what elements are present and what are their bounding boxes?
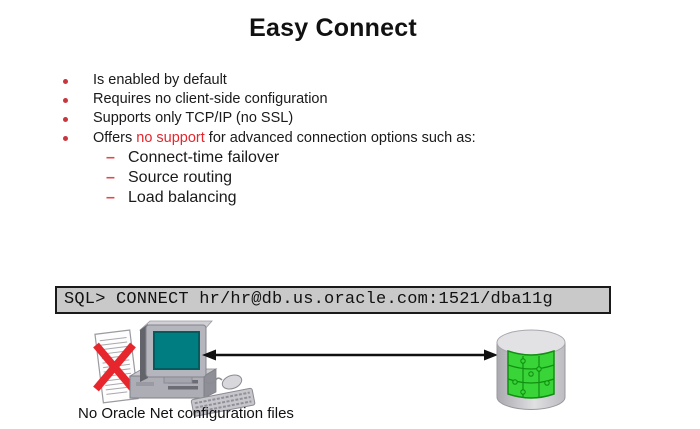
dash-marker: – [106, 189, 115, 207]
sub-bullet-item: –Source routing [0, 168, 680, 188]
mouse-icon [221, 374, 243, 390]
dash-marker: – [106, 168, 115, 186]
red-x-mark [93, 342, 136, 392]
highlighted-text: no support [136, 129, 205, 146]
bullet-item: Requires no client-side configuration [0, 90, 680, 109]
sub-bullet-text: Load balancing [128, 189, 237, 207]
sub-bullet-text: Source routing [128, 168, 233, 186]
connection-diagram [93, 320, 566, 417]
bullet-item: Is enabled by default [0, 71, 680, 90]
sql-command-text: SQL> CONNECT hr/hr@db.us.oracle.com:1521… [64, 290, 553, 309]
sub-bullet-text: Connect-time failover [128, 148, 280, 166]
bullet-text: for advanced connection options such as: [204, 129, 476, 146]
bullet-text: Requires no client-side configuration [93, 91, 328, 108]
database-cylinder-icon [496, 329, 566, 410]
bullet-dot [63, 97, 68, 103]
bullet-dot [63, 78, 68, 84]
dash-marker: – [106, 148, 115, 166]
mouse-cable [205, 377, 223, 385]
slide-title: Easy Connect [249, 14, 417, 42]
bullet-dot [63, 116, 68, 122]
puzzle-panel [507, 349, 555, 399]
bullet-item: Supports only TCP/IP (no SSL) [0, 109, 680, 128]
sub-bullet-item: –Connect-time failover [0, 148, 680, 168]
sub-bullet-item: –Load balancing [0, 188, 680, 208]
bullet-dot [63, 136, 68, 142]
bullet-text: Supports only TCP/IP (no SSL) [93, 110, 294, 127]
keyboard-icon [190, 387, 256, 417]
double-headed-arrow-icon [202, 349, 498, 361]
diagram-caption: No Oracle Net configuration files [78, 405, 294, 422]
sql-code-box: SQL> CONNECT hr/hr@db.us.oracle.com:1521… [55, 286, 611, 314]
bullet-text: Offers [93, 129, 137, 146]
bullet-item-offers: Offers no support for advanced connectio… [0, 129, 680, 148]
bullet-text: Is enabled by default [93, 72, 227, 88]
desktop-computer-icon [128, 320, 256, 417]
bullet-list: Is enabled by default Requires no client… [0, 71, 680, 208]
document-with-red-x-icon [93, 329, 139, 404]
monitor-screen [153, 331, 200, 370]
